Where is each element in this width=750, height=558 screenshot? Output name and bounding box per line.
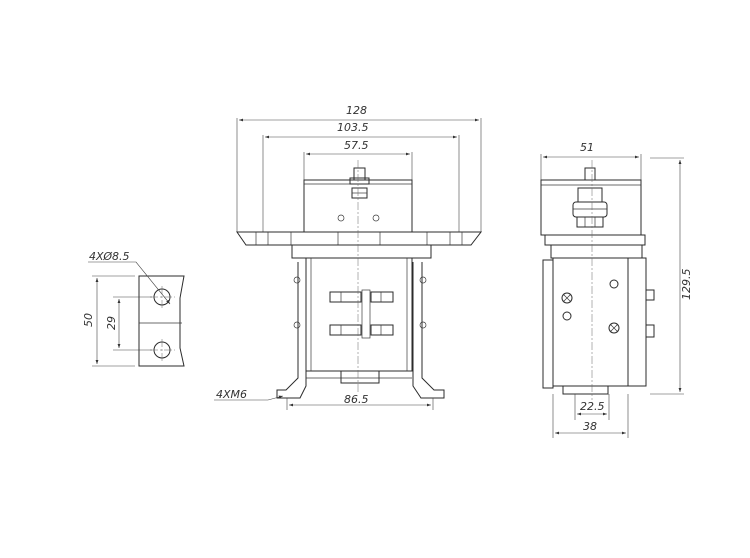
housing-rivet-right bbox=[372, 214, 380, 222]
bracket-hole-note: 4XØ8.5 bbox=[89, 250, 130, 263]
coil-collar bbox=[291, 244, 432, 259]
side-bracket-left bbox=[542, 259, 554, 389]
bracket-height-label: 50 bbox=[82, 313, 95, 327]
coil-terminal-upper-left bbox=[329, 291, 362, 303]
right-mounting-leg bbox=[412, 262, 445, 399]
coil-body bbox=[305, 257, 413, 372]
side-view: 51 bbox=[540, 141, 693, 438]
side-coil-terminal-upper bbox=[645, 289, 655, 301]
front-view: 128 103.5 57.5 bbox=[214, 104, 483, 410]
side-bracket-right bbox=[627, 257, 647, 387]
side-coil-terminal-lower bbox=[645, 324, 655, 338]
left-mounting-leg bbox=[276, 262, 307, 399]
top-width-label: 57.5 bbox=[344, 139, 369, 152]
overall-width-label: 128 bbox=[346, 104, 367, 117]
base-plate bbox=[340, 370, 380, 384]
side-terminal-block bbox=[577, 187, 603, 203]
side-screw-upper-left bbox=[561, 292, 573, 304]
bracket-detail-view: 4XØ8.5 50 29 bbox=[82, 250, 185, 367]
thread-note-label: 4XM6 bbox=[216, 388, 247, 401]
coil-terminal-upper-right bbox=[370, 291, 394, 303]
height-label: 129.5 bbox=[680, 269, 693, 301]
side-screw-lower-right bbox=[608, 322, 620, 334]
side-coil-body bbox=[552, 257, 629, 387]
mounting-flange bbox=[236, 231, 483, 246]
side-rivet bbox=[562, 311, 572, 321]
coil-terminal-lower-left bbox=[329, 324, 362, 336]
side-width-label: 51 bbox=[580, 141, 594, 154]
hole-callout-leader bbox=[88, 261, 171, 305]
bracket-pitch-label: 29 bbox=[105, 316, 118, 330]
thread-callout-leader bbox=[214, 395, 284, 401]
coil-terminal-lower-right bbox=[370, 324, 394, 336]
top-terminal-stud bbox=[353, 167, 366, 181]
mount-span-label: 103.5 bbox=[337, 121, 369, 134]
side-hole-span-label: 22.5 bbox=[580, 400, 605, 413]
side-flange bbox=[544, 234, 646, 246]
housing-rivet-left bbox=[337, 214, 345, 222]
base-hole-span-label: 86.5 bbox=[344, 393, 369, 406]
side-base-width-label: 38 bbox=[583, 420, 597, 433]
bracket-plate bbox=[138, 275, 185, 367]
